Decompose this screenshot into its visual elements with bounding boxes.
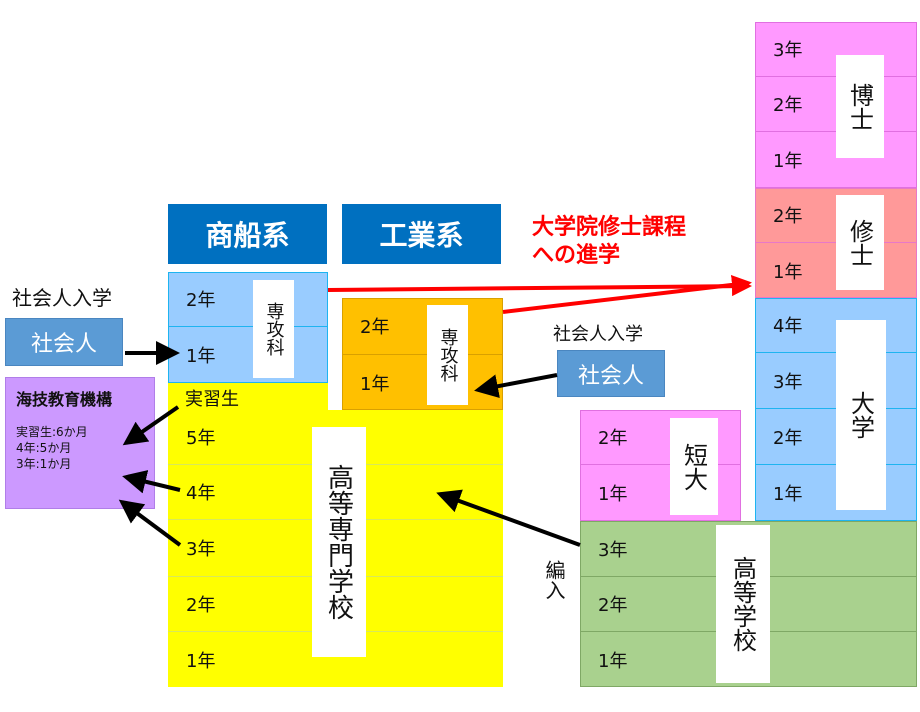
year-row: 1年 [186,346,216,367]
year-row: 2年 [342,298,503,355]
header-shosen: 商船系 [168,204,327,264]
institute-line: 実習生:6か月 [16,425,88,439]
black-arrow [118,499,182,547]
year-row: 1年 [360,373,390,395]
adult-entry-label-right: 社会人入学 [553,324,643,345]
year-row: 1年 [598,650,628,672]
graduate-note-line: 大学院修士課程 [532,215,687,240]
university-label: 大学 [836,320,886,510]
year-row: 1年 [773,261,803,283]
adult-entry-label-left: 社会人入学 [12,286,112,310]
year-row: 1年 [186,650,216,672]
year-row: 2年 [580,410,741,465]
year-row: 1年 [773,484,803,505]
doctor-label: 博士 [836,55,884,158]
red-arrow [327,276,752,297]
red-arrow [502,274,752,314]
year-row: 2年 [168,272,328,327]
black-arrow [122,470,181,494]
trainee-label: 実習生 [185,389,239,410]
black-arrow [122,405,180,446]
adult-box-right: 社会人 [557,350,665,397]
trainee-row [168,383,328,410]
high-school-label: 高等学校 [716,525,770,683]
institute-line: 4年:5か月 [16,441,72,455]
year-row: 1年 [773,151,803,172]
black-arrow [436,489,581,547]
transfer-label: 編入 [542,560,566,600]
institute-title: 海技教育機構 [16,390,113,409]
senkoka-label: 専攻科 [253,280,294,378]
graduate-note-line: への進学 [532,243,621,268]
institute-line: 3年:1か月 [16,457,72,471]
senkoka-shosen [168,272,328,383]
junior-college-label: 短大 [670,418,718,515]
year-row: 1年 [598,484,628,505]
kosen-label: 高等専門学校 [312,427,366,657]
master-label: 修士 [836,195,884,290]
senkoka-label: 専攻科 [427,305,468,405]
adult-box-left: 社会人 [5,318,123,366]
header-kogyo: 工業系 [342,204,501,264]
black-arrow [474,373,558,399]
graduate-note: 大学院修士課程 への進学 [532,214,686,270]
